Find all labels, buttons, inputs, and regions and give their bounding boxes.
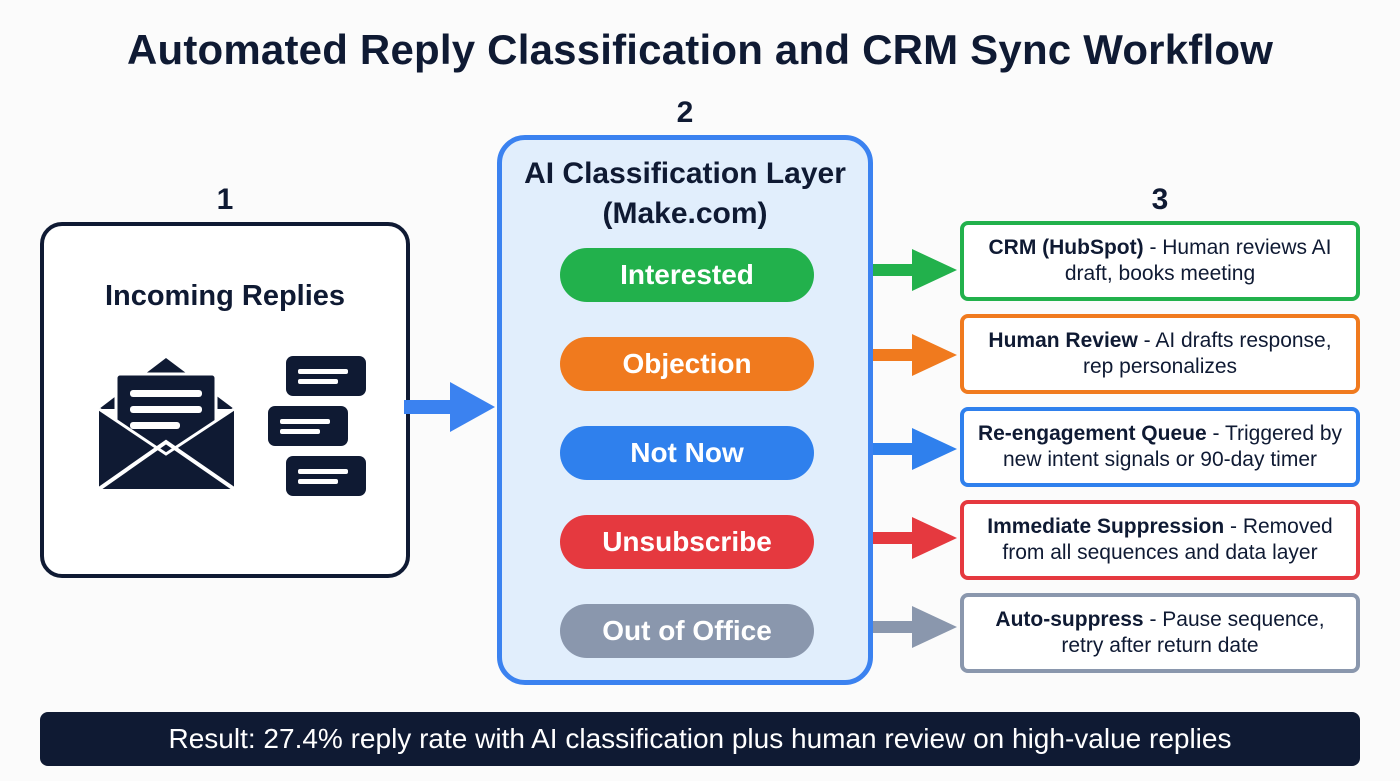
layer-title: AI Classification Layer (Make.com) <box>502 154 868 234</box>
destination-auto-suppress-name: Auto-suppress <box>995 608 1144 631</box>
step-number-2: 2 <box>676 96 694 129</box>
destination-crm-hubspot-desc: - Human reviews AI draft, books meeting <box>1064 236 1332 285</box>
layer-title-line1: AI Classification Layer <box>524 157 846 190</box>
destination-crm-hubspot-name: CRM (HubSpot) <box>988 236 1144 259</box>
envelope-icon <box>97 358 236 491</box>
destination-auto-suppress-desc: - Pause sequence, retry after return dat… <box>1061 608 1325 657</box>
destination-crm-hubspot: CRM (HubSpot) - Human reviews AI draft, … <box>960 221 1360 301</box>
page-title: Automated Reply Classification and CRM S… <box>126 26 1274 73</box>
destination-human-review: Human Review - AI drafts response, rep p… <box>960 314 1360 394</box>
input-arrow <box>404 382 495 432</box>
destination-reengagement-queue-name: Re-engagement Queue <box>977 422 1207 445</box>
category-unsubscribe: Unsubscribe <box>560 515 814 569</box>
step-number-1: 1 <box>216 183 234 216</box>
destination-immediate-suppression-desc: - Removed from all sequences and data la… <box>1002 515 1333 564</box>
incoming-replies-box: Incoming Replies <box>40 222 410 578</box>
layer-title-line2: (Make.com) <box>602 197 768 230</box>
category-interested: Interested <box>560 248 814 302</box>
destination-immediate-suppression-name: Immediate Suppression <box>987 515 1225 538</box>
destination-human-review-name: Human Review <box>988 329 1138 352</box>
destination-human-review-desc: - AI drafts response, rep personalizes <box>1082 329 1332 378</box>
destination-immediate-suppression: Immediate Suppression - Removed from all… <box>960 500 1360 580</box>
destination-reengagement-queue: Re-engagement Queue - Triggered by new i… <box>960 407 1360 487</box>
chat-bubbles-icon <box>268 356 366 496</box>
destination-reengagement-queue-desc: - Triggered by new intent signals or 90-… <box>1003 422 1343 471</box>
category-out-of-office: Out of Office <box>560 604 814 658</box>
category-not-now: Not Now <box>560 426 814 480</box>
destination-auto-suppress: Auto-suppress - Pause sequence, retry af… <box>960 593 1360 673</box>
category-objection: Objection <box>560 337 814 391</box>
ai-classification-layer: AI Classification Layer (Make.com) Inter… <box>497 135 873 685</box>
result-banner: Result: 27.4% reply rate with AI classif… <box>40 712 1360 766</box>
step-number-3: 3 <box>1151 183 1169 216</box>
incoming-replies-title: Incoming Replies <box>104 280 346 312</box>
